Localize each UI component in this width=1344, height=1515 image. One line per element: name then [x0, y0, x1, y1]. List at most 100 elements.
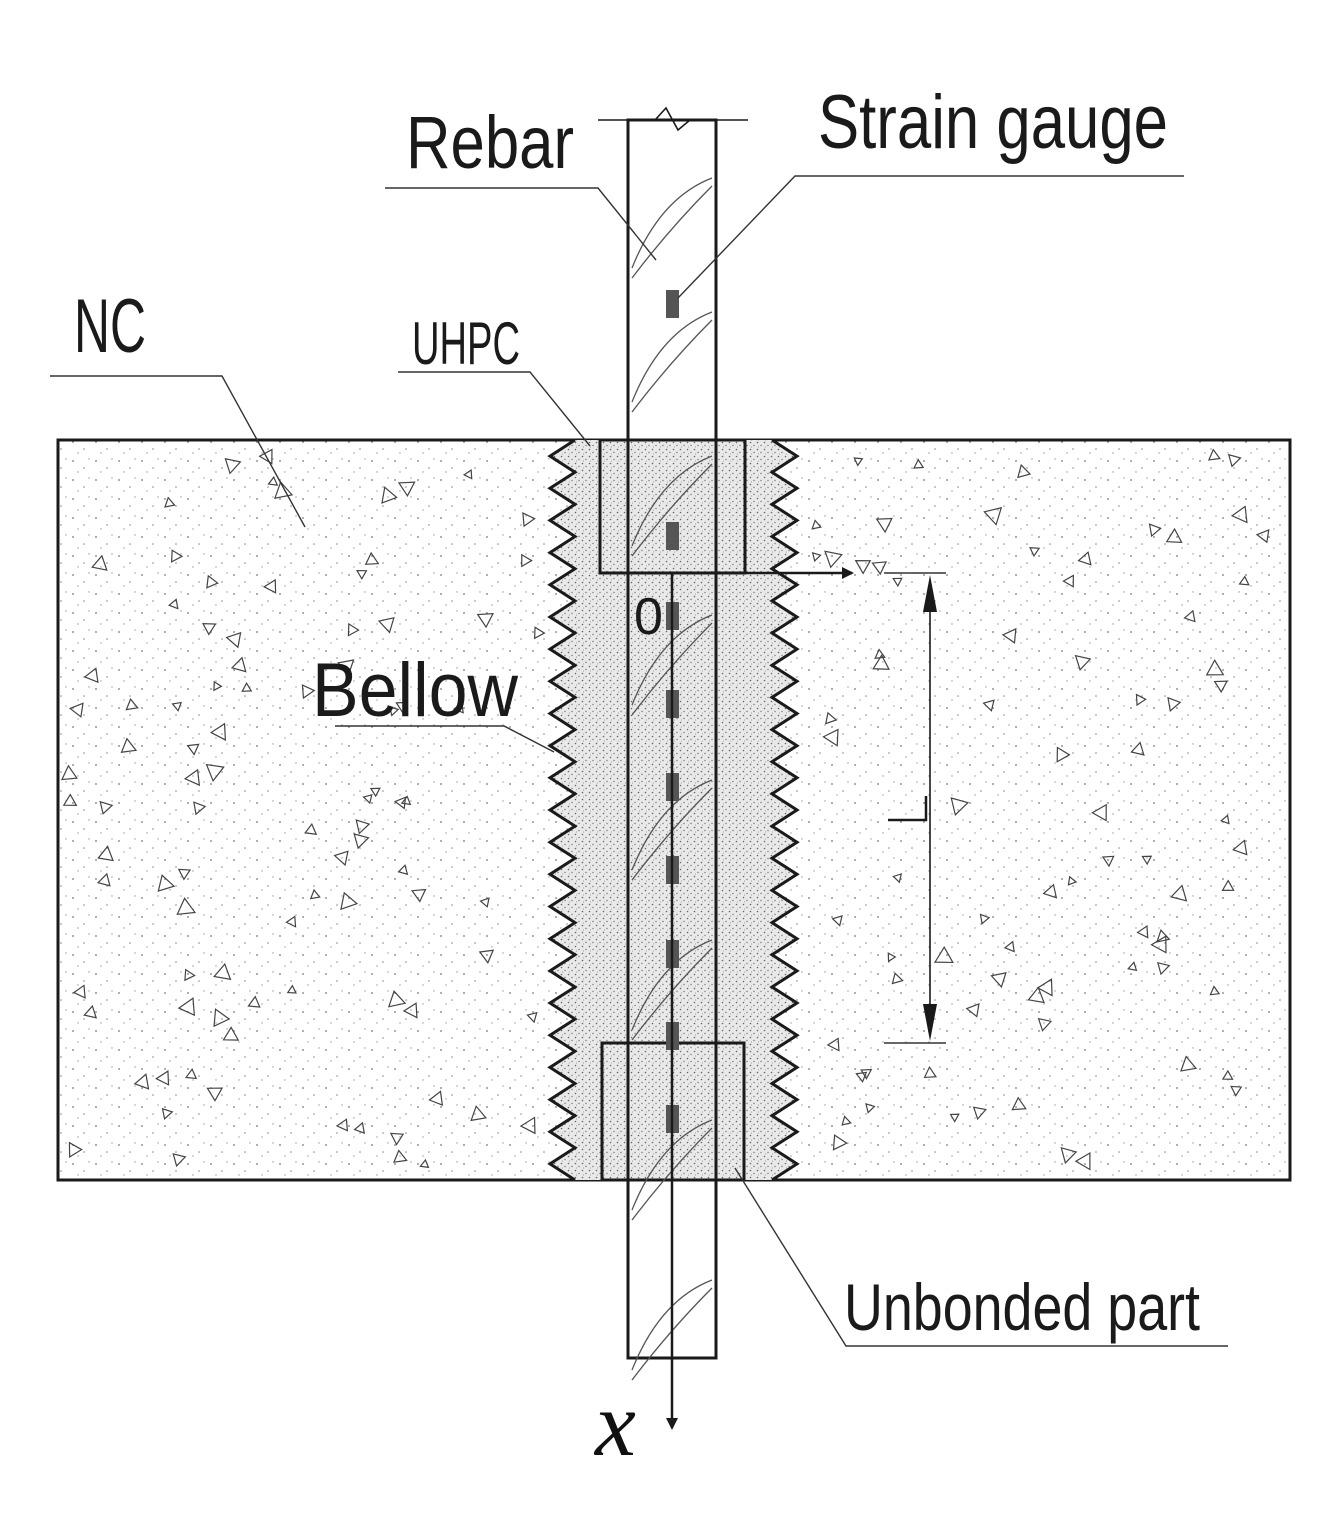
aggregate-triangle: [824, 550, 843, 569]
aggregate-triangle: [171, 549, 184, 563]
aggregate-triangle: [533, 626, 546, 640]
aggregate-triangle: [1042, 883, 1058, 899]
aggregate-triangle: [369, 787, 381, 798]
aggregate-triangle: [387, 990, 407, 1008]
aggregate-triangle: [362, 793, 373, 805]
strain-gauge-leader: [677, 175, 1184, 299]
aggregate-triangle: [479, 897, 490, 908]
aggregate-triangle: [891, 972, 904, 985]
bonded-length-dimension: [884, 572, 946, 1044]
aggregate-triangle: [872, 654, 890, 670]
unbonded-part-leader: [734, 1167, 1228, 1347]
aggregate-triangle: [410, 888, 427, 903]
aggregate-triangle: [99, 800, 114, 815]
aggregate-triangle: [1101, 855, 1115, 868]
rebar-rib: [631, 939, 713, 1031]
rebar-rib: [631, 463, 713, 557]
aggregate-triangle: [1213, 680, 1229, 694]
aggregate-triangle: [892, 873, 903, 884]
aggregate-triangle: [913, 458, 925, 469]
aggregate-triangle: [1183, 609, 1196, 623]
aggregate-triangle: [854, 560, 872, 575]
aggregate-triangle: [164, 496, 176, 508]
bellow-duct: [547, 438, 800, 1182]
aggregate-triangle: [161, 1107, 174, 1120]
nc-label: NC: [74, 284, 146, 369]
aggregate-triangle: [933, 945, 954, 964]
aggregate-triangle: [972, 1106, 987, 1121]
aggregate-triangle: [176, 897, 197, 916]
aggregate-triangle: [478, 949, 495, 964]
aggregate-triangle: [1219, 814, 1230, 825]
rebar-label: Rebar: [406, 101, 574, 184]
aggregate-triangle: [1001, 627, 1017, 644]
aggregate-triangle: [177, 997, 196, 1017]
length-symbol-L: [888, 796, 928, 822]
aggregate-triangle: [1077, 551, 1092, 566]
aggregate-triangle: [68, 702, 84, 718]
strain-gauge: [666, 522, 679, 550]
aggregate-triangle: [1027, 986, 1045, 1004]
aggregate-triangle: [1056, 746, 1071, 763]
aggregate-triangle: [1221, 1069, 1234, 1080]
rebar-rib: [631, 1279, 713, 1371]
aggregate-triangle: [522, 512, 536, 528]
aggregate-triangle: [301, 684, 316, 700]
origin-label: 0: [634, 588, 663, 646]
aggregate-triangle: [1036, 978, 1053, 997]
aggregate-triangle: [979, 913, 991, 925]
aggregate-triangle: [241, 682, 253, 692]
aggregate-triangle: [811, 519, 822, 530]
aggregate-triangle: [1060, 1147, 1078, 1165]
aggregate-triangle: [335, 1118, 349, 1132]
aggregate-triangle: [230, 656, 247, 673]
aggregate-triangle: [1062, 574, 1074, 588]
aggregate-triangle: [1074, 654, 1092, 671]
aggregate-triangle: [185, 1067, 198, 1080]
aggregate-triangle: [356, 570, 368, 581]
aggregate-triangle: [353, 833, 370, 850]
aggregate-triangle: [393, 796, 407, 810]
aggregate-triangle: [171, 701, 183, 712]
aggregate-triangle: [213, 962, 232, 981]
aggregate-triangle: [841, 1115, 852, 1126]
aggregate-triangle: [1074, 1151, 1091, 1171]
aggregate-triangle: [865, 1103, 876, 1114]
aggregate-triangle: [389, 706, 400, 717]
aggregate-triangle: [470, 1105, 488, 1122]
aggregate-triangle: [206, 1087, 224, 1102]
aggregate-triangle: [1127, 961, 1138, 972]
aggregate-triangle: [62, 793, 78, 807]
aggregate-triangle: [853, 457, 864, 467]
aggregate-triangle: [1130, 741, 1145, 756]
aggregate-triangle: [1230, 505, 1248, 524]
aggregate-triangle: [274, 480, 294, 499]
aggregate-triangle: [364, 551, 380, 565]
aggregate-triangle: [389, 1132, 405, 1146]
unbonded-part-label: Unbonded part: [844, 1270, 1200, 1344]
rebar-rib: [631, 319, 713, 413]
aggregate-triangle: [186, 743, 200, 756]
aggregate-triangle: [1170, 884, 1188, 902]
aggregate-triangle: [184, 968, 196, 982]
rebar-leader: [385, 187, 657, 261]
aggregate-triangle: [923, 1065, 938, 1079]
aggregate-triangle: [381, 486, 398, 504]
aggregate-triangle: [887, 952, 897, 963]
aggregate-triangle: [1238, 575, 1250, 586]
aggregate-triangle: [1180, 1055, 1198, 1072]
aggregate-triangle: [209, 722, 227, 741]
aggregate-triangle: [193, 801, 207, 816]
aggregate-triangle: [1017, 463, 1032, 479]
aggregate-triangle: [1207, 448, 1221, 461]
aggregate-triangle: [347, 622, 360, 637]
aggregate-triangle: [822, 728, 839, 747]
aggregate-triangle: [476, 613, 495, 629]
aggregate-triangle: [83, 667, 99, 684]
aggregate-triangle: [355, 819, 371, 835]
aggregate-triangle: [855, 1071, 868, 1083]
aggregate-triangle: [1209, 985, 1221, 996]
aggregate-triangle: [395, 701, 409, 714]
aggregate-triangle: [60, 764, 78, 781]
aggregate-triangle: [1156, 961, 1171, 976]
